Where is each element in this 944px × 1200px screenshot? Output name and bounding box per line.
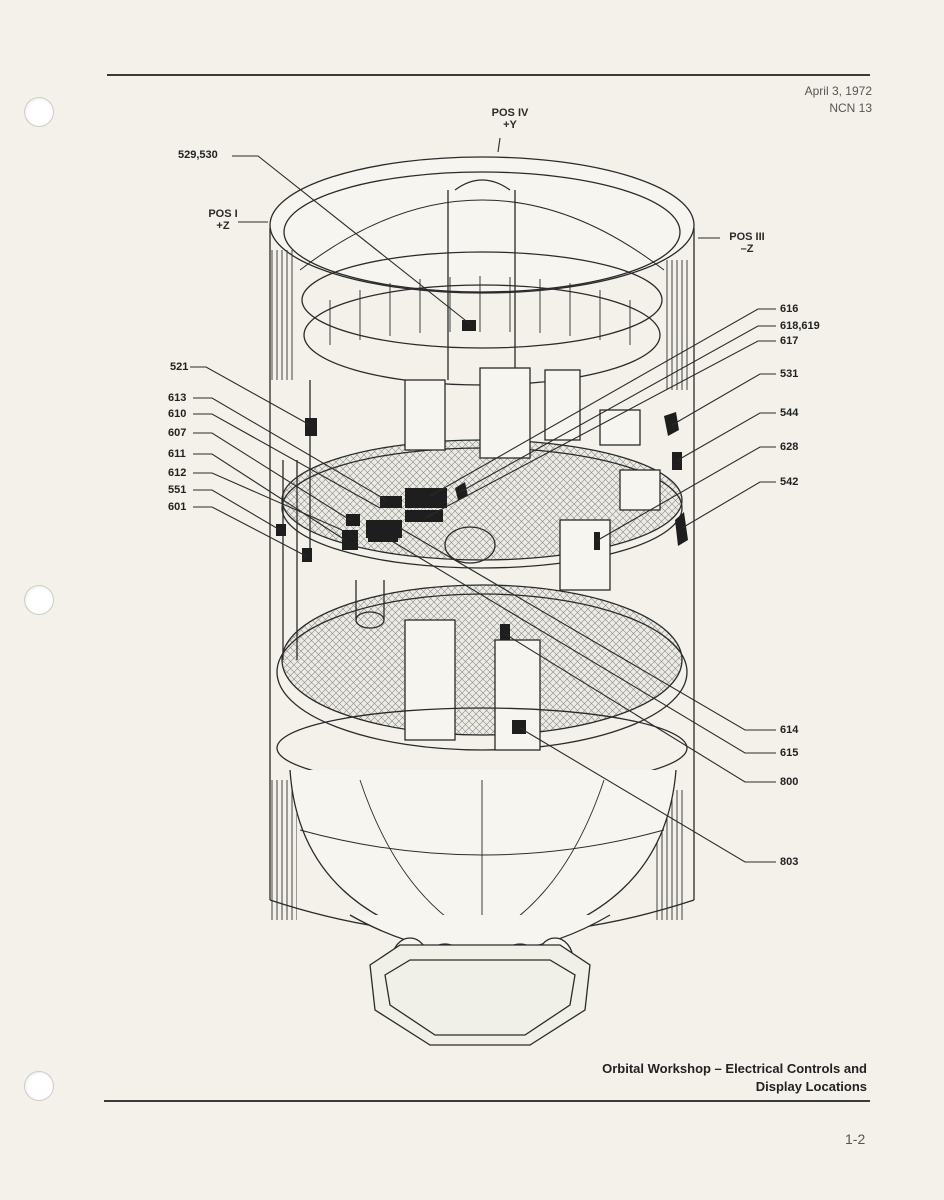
leader-529-530 [232,155,471,325]
top-rule [107,74,870,76]
leader-542 [681,481,776,529]
pos-iii-label: POS III –Z [720,231,774,255]
leader-544 [677,412,776,461]
callout-803: 803 [780,856,799,868]
panel-544 [672,452,682,470]
panel-616-618 [405,488,447,508]
bottom-rule [104,1100,870,1102]
leader-628 [597,446,776,541]
leader-521 [190,366,311,426]
callout-612: 612 [168,467,187,479]
pos-iv-line1: POS IV [491,107,529,119]
cylinder-top-rim [269,156,695,294]
panel-800 [368,534,398,542]
leader-615 [389,539,776,754]
callout-610: 610 [168,408,187,420]
panel-803 [512,720,526,734]
binder-hole-middle [24,585,54,615]
callout-551: 551 [168,484,187,496]
leader-601 [193,506,307,557]
page-number: 1-2 [845,1131,866,1147]
callout-607: 607 [168,427,187,439]
left-rib-panel [271,250,293,380]
document-date: April 3, 1972 [804,84,872,98]
leader-800 [504,633,776,783]
binder-hole-top [24,97,54,127]
pos-i-line2: +Z [216,220,230,232]
callout-615: 615 [780,747,799,759]
panel-551 [276,524,286,536]
leader-803 [519,727,776,863]
leader-617 [424,340,776,519]
leader-607 [193,432,351,521]
lower-floor [281,584,683,736]
leader-531 [671,373,776,426]
callout-613: 613 [168,392,187,404]
callout-618-619: 618,619 [780,320,820,332]
leader-610 [193,413,381,509]
document-ncn: NCN 13 [829,101,872,115]
leader-614 [399,527,776,731]
callout-542: 542 [780,476,799,488]
pos-i-line1: POS I [208,208,238,220]
binder-hole-bottom [24,1071,54,1101]
panel-613 [380,496,402,508]
leader-613 [193,397,387,501]
panel-614-615 [366,520,402,538]
pos-i-label: POS I +Z [205,208,241,232]
panel-628 [594,532,600,550]
leader-618-619 [459,325,776,493]
callout-628: 628 [780,441,799,453]
panel-542 [675,512,688,546]
panel-521 [305,418,317,436]
callout-531: 531 [780,368,799,380]
callout-614: 614 [780,724,799,736]
leader-612 [193,472,343,531]
callout-617: 617 [780,335,799,347]
callout-616: 616 [780,303,799,315]
pos-iv-label: POS IV +Y [485,107,535,131]
callout-529-530: 529,530 [178,149,218,161]
callout-521: 521 [170,361,189,373]
panel-601 [302,548,312,562]
pos-iv-line2: +Y [503,119,517,131]
callout-601: 601 [168,501,187,513]
callout-800: 800 [780,776,799,788]
callout-544: 544 [780,407,799,419]
leader-pos-iv [497,137,501,153]
figure-caption: Orbital Workshop – Electrical Controls a… [602,1060,867,1096]
caption-line-1: Orbital Workshop – Electrical Controls a… [602,1061,867,1076]
leader-616 [429,308,776,497]
panel-611 [342,530,358,550]
panel-607 [346,514,360,526]
pos-iii-line2: –Z [740,243,754,255]
pos-iii-line1: POS III [729,231,765,243]
panel-529-530 [462,320,476,331]
panel-803-upper [500,624,510,640]
panel-531 [664,412,679,436]
callout-611: 611 [168,448,186,460]
aft-skirt-base [369,944,591,1046]
leader-551 [193,489,281,531]
caption-line-2: Display Locations [755,1079,867,1094]
